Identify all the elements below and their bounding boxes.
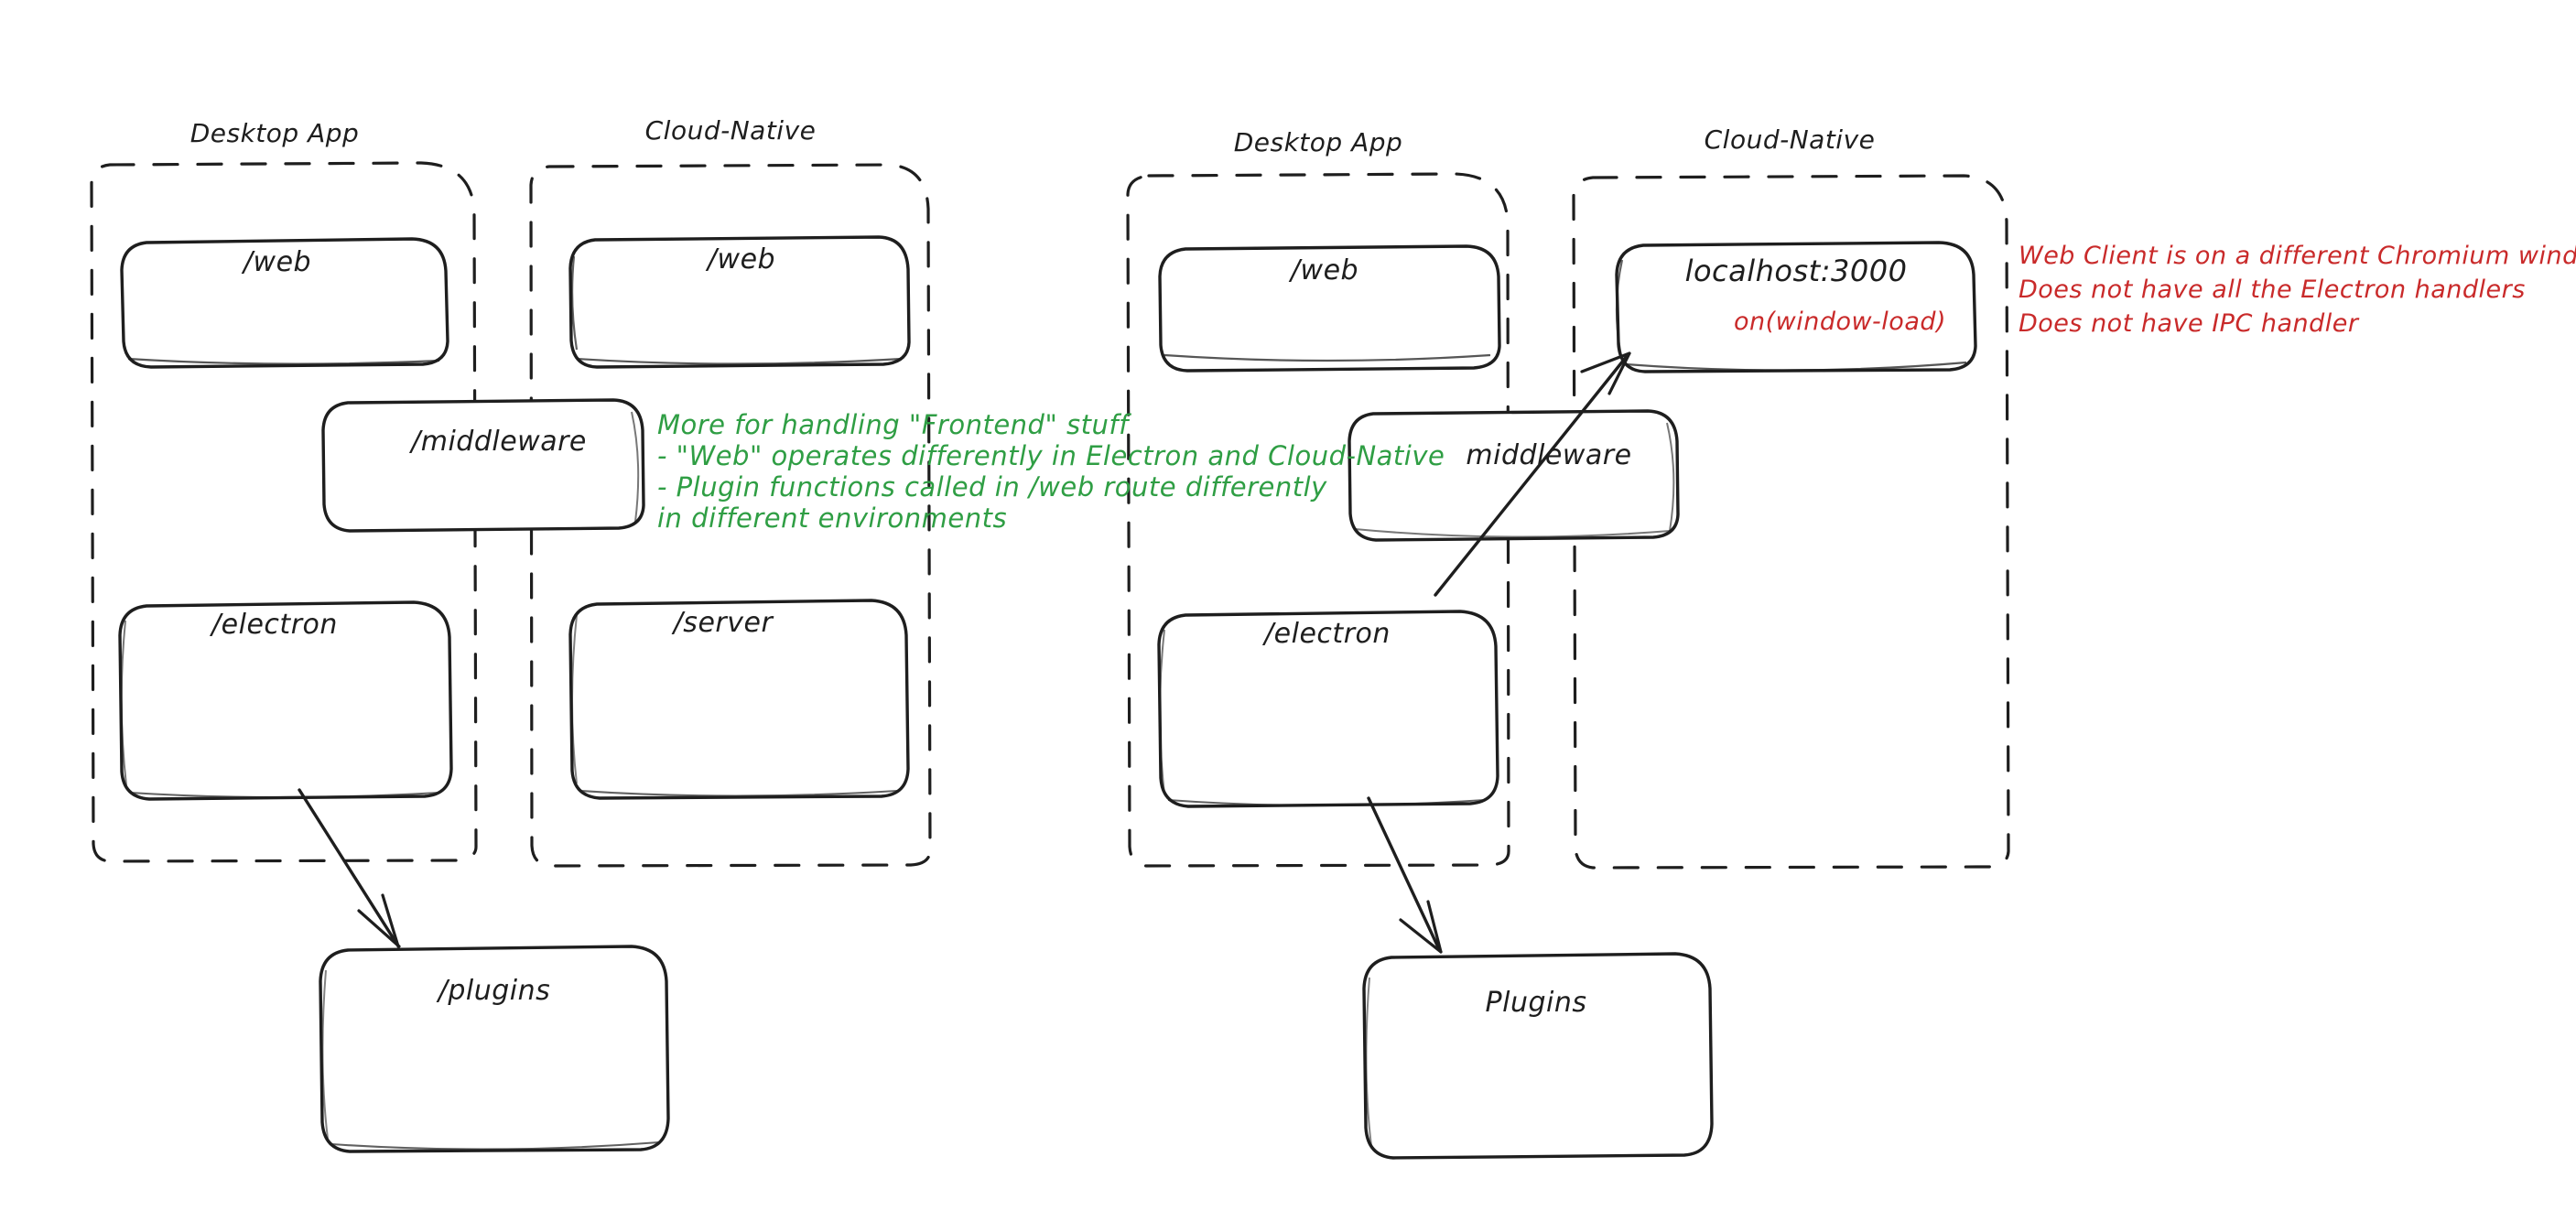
node-shape-left-plugins — [319, 945, 670, 1153]
node-label-right-localhost: localhost:3000 — [1685, 254, 1908, 288]
green-annotation-line-4: in different environments — [657, 503, 1007, 534]
node-label-left-server: /server — [671, 607, 774, 639]
green-annotation-line-3: - Plugin functions called in /web route … — [657, 471, 1327, 503]
node-label-right-middleware: middleware — [1466, 439, 1631, 471]
arrow-right-electron-to-plugins — [1367, 796, 1443, 954]
node-label-left-electron: /electron — [209, 609, 338, 641]
group-frame-left-cloud-native — [529, 163, 932, 868]
arrow-right-electron-to-localhost — [1434, 351, 1631, 597]
group-frame-left-desktop-app — [90, 161, 478, 863]
node-shape-right-plugins — [1362, 952, 1714, 1160]
arrow-left-electron-to-plugins — [298, 788, 401, 948]
group-label-right-cloud-native: Cloud-Native — [1705, 124, 1876, 155]
group-label-right-desktop-app: Desktop App — [1234, 127, 1403, 157]
node-shape-left-middleware — [321, 398, 645, 533]
node-shape-left-electron — [118, 600, 453, 801]
red-annotation-line-1: Web Client is on a different Chromium wi… — [2019, 242, 2576, 270]
group-frame-right-desktop-app — [1126, 172, 1510, 868]
green-annotation: More for handling "Frontend" stuff - "We… — [657, 409, 1445, 534]
node-label-right-plugins: Plugins — [1486, 987, 1587, 1019]
node-label-left-plugins: /plugins — [436, 975, 551, 1007]
node-shape-left-cloud-web — [568, 235, 911, 369]
group-label-left-desktop-app: Desktop App — [190, 118, 360, 148]
green-annotation-line-2: - "Web" operates differently in Electron… — [657, 440, 1445, 471]
node-shape-right-desktop-web — [1158, 244, 1501, 373]
node-label-right-electron: /electron — [1261, 618, 1391, 650]
node-shape-right-localhost — [1615, 241, 1977, 373]
node-label-right-desktop-web: /web — [1288, 254, 1358, 286]
node-label-left-middleware: /middleware — [408, 426, 587, 458]
green-annotation-line-1: More for handling "Frontend" stuff — [657, 409, 1131, 440]
node-shape-right-electron — [1157, 610, 1499, 808]
node-label-left-cloud-web: /web — [705, 243, 775, 276]
red-annotation: Web Client is on a different Chromium wi… — [2019, 242, 2576, 338]
node-sublabel-right-localhost-on-window-load: on(window-load) — [1734, 308, 1946, 336]
node-shape-left-desktop-web — [120, 237, 449, 369]
group-frame-right-cloud-native — [1572, 174, 2010, 870]
node-shape-right-middleware — [1348, 409, 1680, 542]
node-shape-left-server — [568, 599, 910, 800]
node-label-left-desktop-web: /web — [241, 246, 311, 278]
red-annotation-line-2: Does not have all the Electron handlers — [2019, 276, 2526, 304]
group-label-left-cloud-native: Cloud-Native — [645, 115, 817, 146]
red-annotation-line-3: Does not have IPC handler — [2019, 309, 2360, 338]
